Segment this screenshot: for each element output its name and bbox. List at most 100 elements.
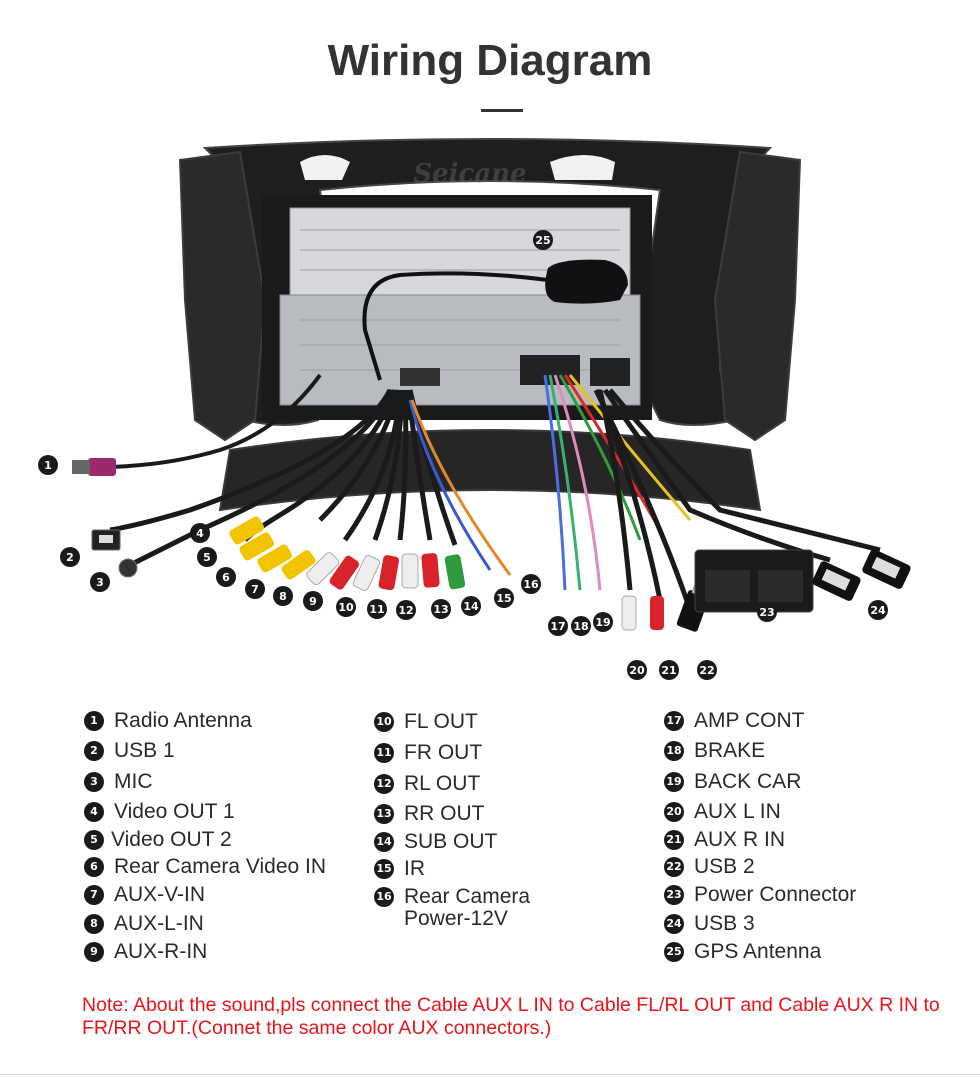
legend-label: USB 3 [694, 912, 755, 935]
legend-label-line2: Power-12V [404, 907, 508, 930]
rca-connectors [229, 516, 664, 631]
callout-3: 3 [90, 572, 110, 592]
svg-text:9: 9 [309, 595, 317, 608]
legend-label: Rear Camera Video IN [114, 855, 327, 878]
head-unit [262, 195, 652, 420]
callout-24: 24 [868, 600, 888, 620]
legend-number: 18 [664, 741, 684, 761]
callout-17: 17 [548, 616, 568, 636]
legend-number: 12 [374, 774, 394, 794]
legend-number: 4 [84, 802, 104, 822]
callout-4: 4 [190, 523, 210, 543]
callout-2: 2 [60, 547, 80, 567]
title-underline [481, 109, 523, 112]
legend-label: Power Connector [694, 883, 857, 906]
power-connector [694, 549, 814, 613]
svg-text:10: 10 [338, 601, 354, 614]
callout-9: 9 [303, 591, 323, 611]
callout-14: 14 [461, 596, 481, 616]
usb1-port [99, 535, 113, 543]
legend-label: BRAKE [694, 739, 766, 762]
svg-text:19: 19 [595, 616, 610, 629]
divider [0, 1074, 980, 1075]
callout-18: 18 [571, 616, 591, 636]
svg-text:6: 6 [222, 571, 230, 584]
svg-text:18: 18 [573, 620, 588, 633]
callout-21: 21 [659, 660, 679, 680]
callout-13: 13 [431, 599, 451, 619]
callout-19: 19 [593, 612, 613, 632]
legend-number: 14 [374, 832, 394, 852]
callout-6: 6 [216, 567, 236, 587]
legend-label: SUB OUT [404, 830, 498, 853]
legend-label: FR OUT [404, 741, 483, 764]
legend-number: 9 [84, 942, 104, 962]
callout-12: 12 [396, 600, 416, 620]
watermark: Seicane [413, 159, 526, 189]
legend-label: AUX R IN [694, 828, 786, 851]
legend-label: RR OUT [404, 802, 485, 825]
legend-number: 5 [84, 830, 104, 850]
svg-text:11: 11 [369, 603, 384, 616]
legend-number: 15 [374, 859, 394, 879]
callout-25: 25 [533, 230, 553, 250]
svg-text:4: 4 [196, 527, 204, 540]
legend-number: 25 [664, 942, 684, 962]
svg-text:1: 1 [44, 459, 52, 472]
legend-label: BACK CAR [694, 770, 802, 793]
svg-text:16: 16 [523, 578, 539, 591]
legend-label: Radio Antenna [114, 709, 252, 732]
svg-text:12: 12 [398, 604, 413, 617]
legend-number: 19 [664, 772, 684, 792]
legend-label: IR [404, 857, 425, 880]
legend-label: AUX-V-IN [114, 883, 206, 906]
legend-number: 3 [84, 772, 104, 792]
legend-number: 13 [374, 804, 394, 824]
legend-label: Video OUT 2 [111, 828, 232, 851]
legend-number: 7 [84, 885, 104, 905]
dash-frame [178, 138, 802, 512]
legend-label: USB 1 [114, 739, 175, 762]
callout-15: 15 [494, 588, 514, 608]
gps-antenna [362, 259, 628, 381]
legend-number: 16 [374, 887, 394, 907]
legend-label: MIC [114, 770, 153, 793]
right-cables [593, 388, 881, 611]
svg-text:5: 5 [203, 551, 211, 564]
callout-22: 22 [697, 660, 717, 680]
legend-number: 2 [84, 741, 104, 761]
svg-text:24: 24 [870, 604, 886, 617]
svg-text:15: 15 [496, 592, 511, 605]
page-title: Wiring Diagram [327, 36, 653, 85]
svg-text:8: 8 [279, 590, 287, 603]
svg-text:22: 22 [699, 664, 714, 677]
svg-text:14: 14 [463, 600, 479, 613]
legend-number: 23 [664, 885, 684, 905]
legend-label: AUX-R-IN [114, 940, 208, 963]
legend-number: 21 [664, 830, 684, 850]
svg-text:7: 7 [251, 583, 259, 596]
callout-20: 20 [627, 660, 647, 680]
svg-text:25: 25 [535, 234, 550, 247]
legend-label: USB 2 [694, 855, 755, 878]
callout-10: 10 [336, 597, 356, 617]
legend-number: 8 [84, 914, 104, 934]
svg-text:3: 3 [96, 576, 104, 589]
legend-label: RL OUT [404, 772, 481, 795]
callout-11: 11 [367, 599, 387, 619]
legend-label: Rear Camera [404, 885, 531, 908]
callout-7: 7 [245, 579, 265, 599]
wiring-diagram: Seicane [38, 138, 911, 680]
callout-16: 16 [521, 574, 541, 594]
mic-connector [118, 558, 138, 578]
svg-text:13: 13 [433, 603, 448, 616]
legend-label: GPS Antenna [694, 940, 822, 963]
legend-number: 6 [84, 857, 104, 877]
legend-number: 22 [664, 857, 684, 877]
legend-label: AUX-L-IN [114, 912, 204, 935]
legend-number: 24 [664, 914, 684, 934]
svg-text:23: 23 [759, 606, 774, 619]
legend-label: FL OUT [404, 710, 478, 733]
callout-8: 8 [273, 586, 293, 606]
legend-number: 17 [664, 711, 684, 731]
